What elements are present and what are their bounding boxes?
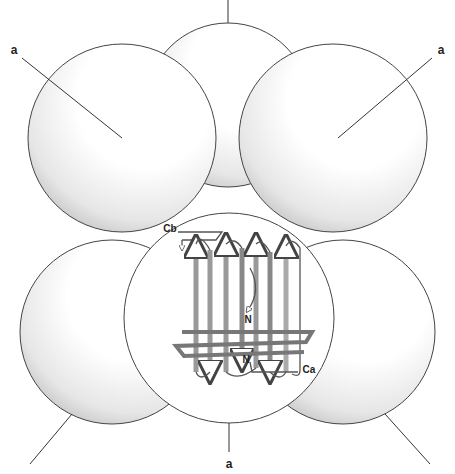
terminus-label: N (244, 315, 251, 325)
terminus-label: N (242, 355, 249, 365)
terminus-label: Cb (163, 224, 176, 234)
callout-letter: a (226, 458, 233, 470)
terminus-label: Ca (303, 365, 316, 375)
callout-letter: a (438, 44, 445, 56)
callout-letter: a (11, 44, 18, 56)
